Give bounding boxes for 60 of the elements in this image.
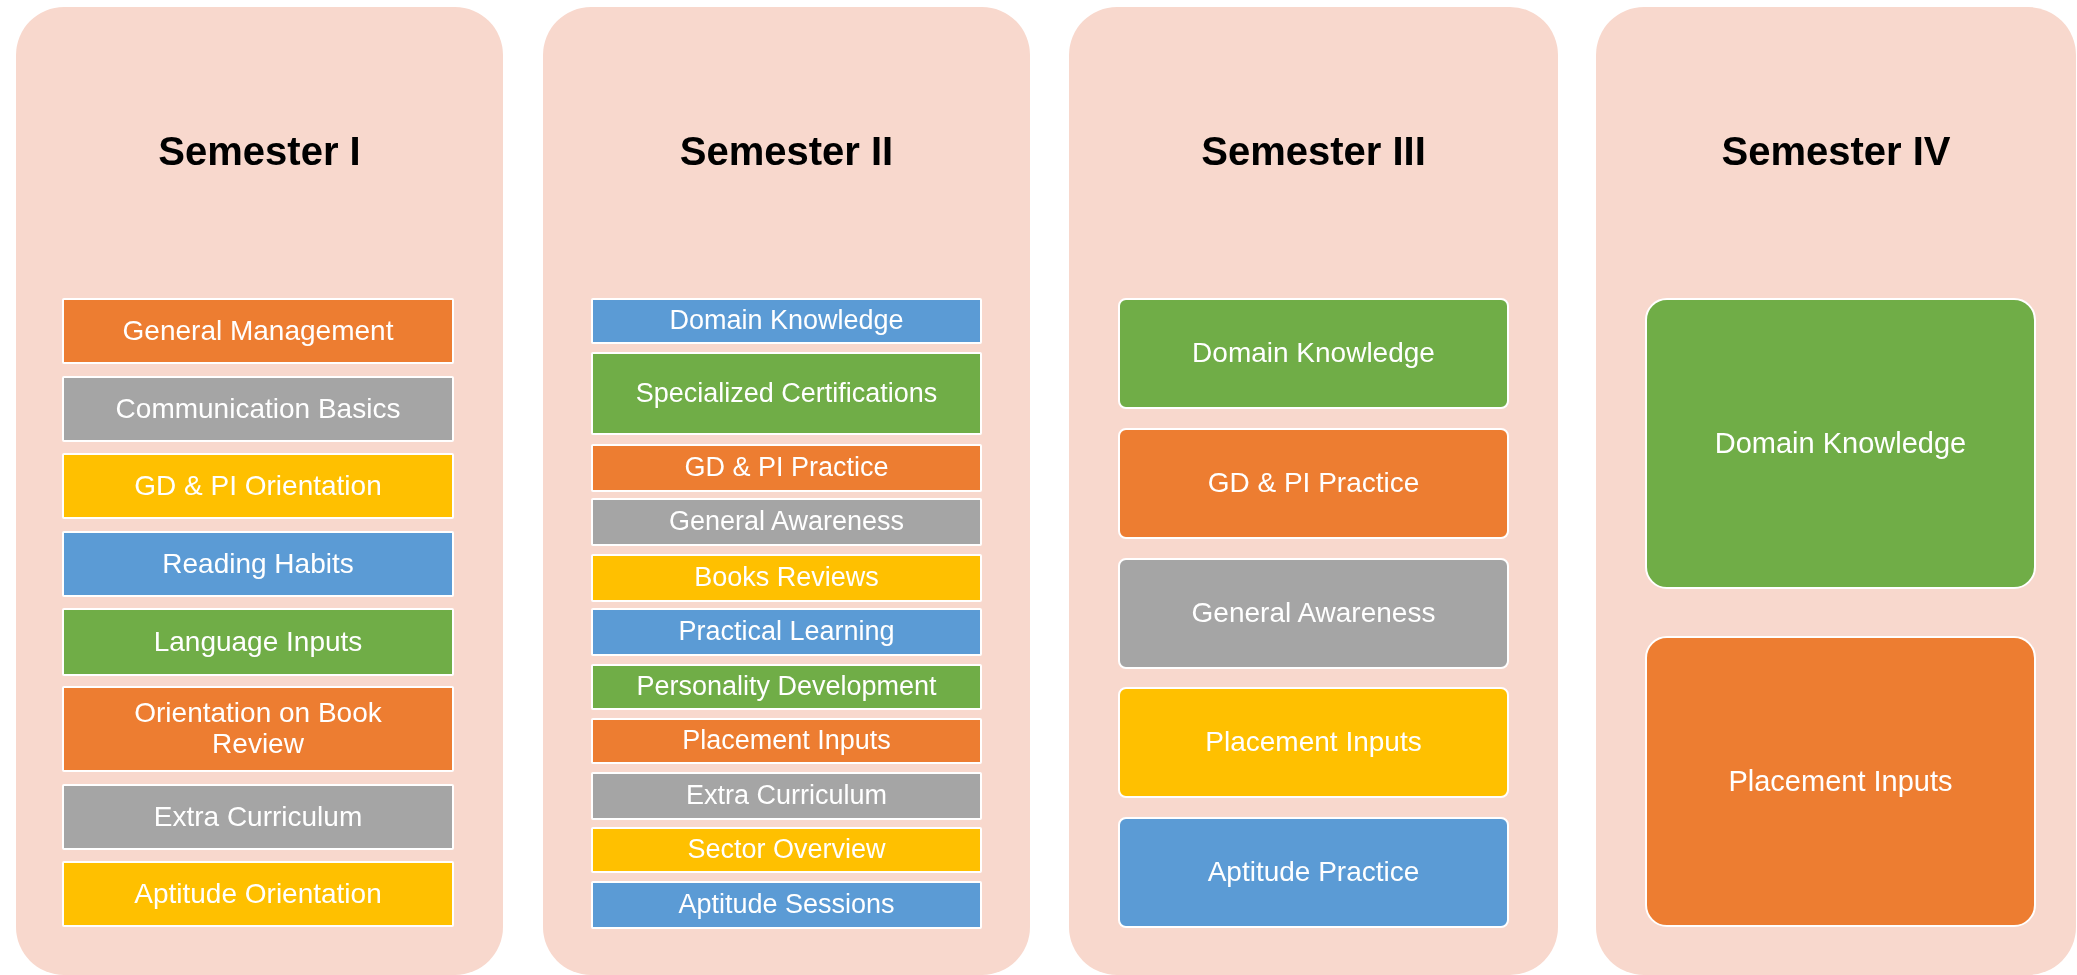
course-label: Extra Curriculum	[684, 781, 888, 811]
course-label: Aptitude Sessions	[677, 890, 896, 920]
course-label: Aptitude Orientation	[133, 878, 383, 910]
course-label: Personality Development	[635, 672, 938, 702]
semester-panel	[1596, 7, 2076, 975]
course-box	[591, 352, 982, 435]
course-label: Domain Knowledge	[1713, 427, 1968, 460]
course-box	[1118, 558, 1509, 669]
course-box	[591, 664, 982, 710]
course-box	[591, 444, 982, 492]
course-box	[1118, 687, 1509, 798]
course-box	[591, 827, 982, 873]
course-box	[591, 554, 982, 602]
course-label: Reading Habits	[161, 548, 355, 580]
course-label: GD & PI Practice	[1206, 468, 1421, 499]
course-label: Sector Overview	[686, 835, 887, 865]
semester-heading: Semester III	[1200, 129, 1427, 174]
course-box	[62, 298, 454, 364]
course-label: Communication Basics	[114, 393, 402, 425]
course-box	[62, 861, 454, 927]
course-box	[591, 772, 982, 820]
course-label: Extra Curriculum	[152, 801, 364, 833]
course-box	[591, 881, 982, 929]
course-box	[62, 686, 454, 772]
course-label: Domain Knowledge	[1191, 338, 1436, 369]
semester-panel	[1069, 7, 1558, 975]
course-box	[1645, 636, 2036, 927]
course-label: Placement Inputs	[681, 726, 892, 756]
course-box	[591, 718, 982, 764]
course-label: General Awareness	[667, 507, 906, 537]
course-box	[1645, 298, 2036, 589]
course-label: GD & PI Orientation	[133, 470, 383, 502]
course-box	[62, 376, 454, 442]
course-label: Orientation on Book Review	[133, 698, 383, 760]
course-label: General Management	[121, 315, 395, 347]
course-label: GD & PI Practice	[683, 453, 890, 483]
course-label: Aptitude Practice	[1206, 857, 1421, 888]
semester-heading: Semester II	[678, 129, 895, 174]
course-label: Placement Inputs	[1204, 727, 1423, 758]
course-label: Books Reviews	[693, 563, 880, 593]
course-box	[62, 453, 454, 519]
course-box	[62, 531, 454, 597]
course-label: Specialized Certifications	[634, 378, 939, 409]
course-box	[1118, 298, 1509, 409]
course-box	[591, 298, 982, 344]
semester-panel	[16, 7, 503, 975]
semester-heading: Semester I	[157, 129, 362, 174]
semester-heading: Semester IV	[1720, 129, 1952, 174]
course-box	[1118, 428, 1509, 539]
course-label: Domain Knowledge	[668, 306, 905, 336]
course-label: Practical Learning	[677, 617, 896, 647]
course-label: General Awareness	[1190, 598, 1437, 629]
course-label: Language Inputs	[152, 626, 364, 658]
course-box	[62, 608, 454, 676]
course-box	[62, 784, 454, 850]
course-box	[591, 498, 982, 546]
course-box	[591, 608, 982, 656]
course-label: Placement Inputs	[1727, 765, 1954, 798]
course-box	[1118, 817, 1509, 928]
semester-panel	[543, 7, 1030, 975]
